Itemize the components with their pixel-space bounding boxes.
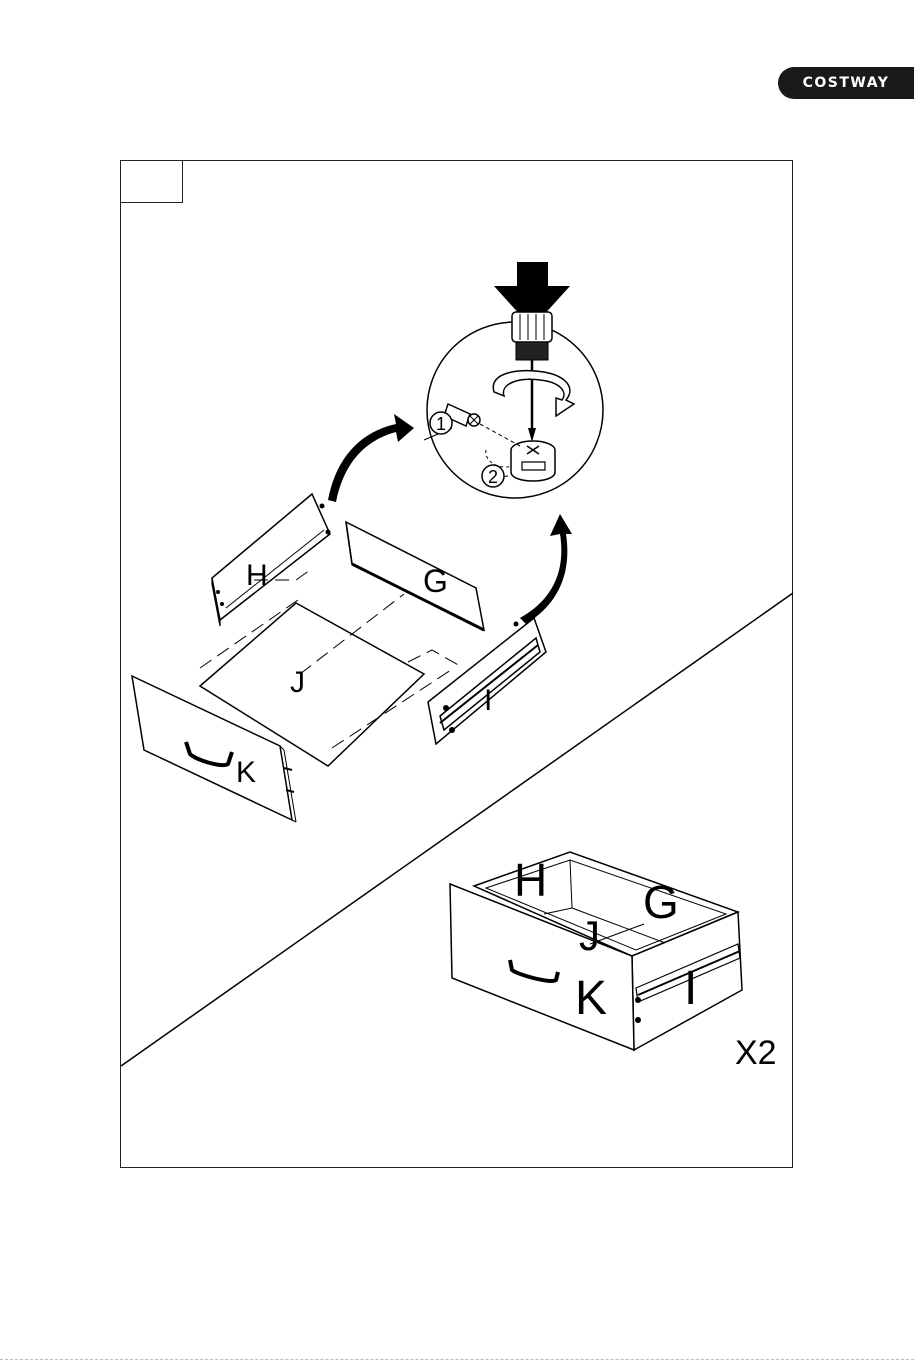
footer-rule bbox=[0, 1359, 914, 1360]
assembled-label-h: H bbox=[514, 854, 547, 906]
assembled-label-j: J bbox=[579, 912, 600, 959]
curved-arrow-icon bbox=[520, 514, 572, 624]
panel-i bbox=[428, 618, 546, 744]
cam-lock-icon bbox=[511, 441, 555, 481]
quantity-label: X2 bbox=[735, 1034, 777, 1072]
callout-detail bbox=[424, 262, 603, 498]
curved-arrow-icon bbox=[328, 414, 414, 502]
panel-h bbox=[212, 494, 331, 626]
assembled-label-k: K bbox=[575, 972, 607, 1025]
panel-g bbox=[346, 522, 484, 630]
part-label-h: H bbox=[246, 559, 268, 592]
part-label-g: G bbox=[423, 563, 448, 599]
part-label-k: K bbox=[236, 756, 256, 789]
assembled-label-g: G bbox=[643, 876, 679, 928]
part-label-j: J bbox=[290, 666, 305, 699]
part-label-i: I bbox=[484, 684, 492, 717]
step-one-label: 1 bbox=[436, 414, 446, 434]
assembled-label-i: I bbox=[684, 962, 697, 1015]
step-two-label: 2 bbox=[488, 467, 498, 487]
